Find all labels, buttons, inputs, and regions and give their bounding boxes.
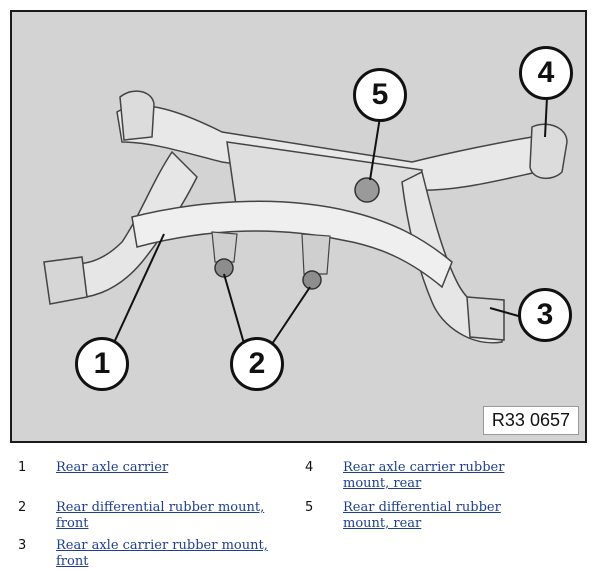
legend-number: 3 xyxy=(18,538,27,553)
callout-4: 4 xyxy=(519,46,573,100)
legend-number: 1 xyxy=(18,460,27,475)
legend: 1 Rear axle carrier 2 Rear differential … xyxy=(0,450,598,569)
legend-number: 4 xyxy=(305,460,314,475)
legend-link-rear-diff-mount-rear[interactable]: Rear differential rubber mount, rear xyxy=(343,500,501,531)
figure-id-label: R33 0657 xyxy=(482,406,579,435)
legend-link-rear-axle-carrier-mount-rear[interactable]: Rear axle carrier rubber mount, rear xyxy=(343,460,505,491)
axle-carrier-figure: 1 2 3 4 5 R33 0657 xyxy=(10,10,587,443)
callout-2: 2 xyxy=(230,337,284,391)
callout-1: 1 xyxy=(75,337,129,391)
axle-carrier-illustration xyxy=(43,90,568,348)
legend-number: 2 xyxy=(18,500,27,515)
legend-item-4: 4 Rear axle carrier rubber mount, rear xyxy=(305,460,538,492)
legend-item-1: 1 Rear axle carrier xyxy=(18,460,286,476)
legend-item-5: 5 Rear differential rubber mount, rear xyxy=(305,500,538,532)
legend-link-rear-axle-carrier[interactable]: Rear axle carrier xyxy=(56,460,169,475)
legend-number: 5 xyxy=(305,500,314,515)
legend-item-3: 3 Rear axle carrier rubber mount, front xyxy=(18,538,296,570)
legend-item-2: 2 Rear differential rubber mount, front xyxy=(18,500,296,532)
callout-5: 5 xyxy=(353,68,407,122)
legend-link-rear-diff-mount-front[interactable]: Rear differential rubber mount, front xyxy=(56,500,265,531)
callout-3: 3 xyxy=(518,288,572,342)
legend-link-rear-axle-carrier-mount-front[interactable]: Rear axle carrier rubber mount, front xyxy=(56,538,268,569)
